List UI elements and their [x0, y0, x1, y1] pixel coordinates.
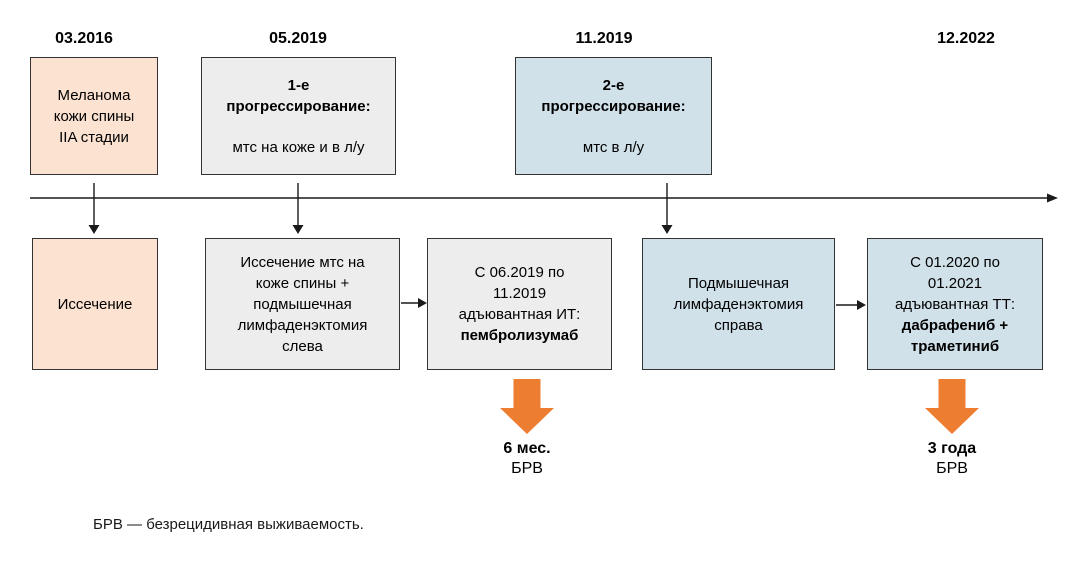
treatment-box-adjuvant-it: С 06.2019 по 11.2019 адъювантная ИТ: пем… [427, 238, 612, 370]
box-text-line: коже спины + [255, 274, 350, 292]
footnote-abbreviation: БРВ — безрецидивная выживаемость. [93, 516, 364, 533]
box-text-line: С 01.2020 по [910, 253, 1000, 271]
box-text-line: 01.2021 [927, 274, 983, 292]
box-text-line: лимфаденэктомия [237, 316, 368, 334]
box-text-line: слева [282, 337, 323, 355]
treatment-box-lymphadenectomy-right: Подмышечная лимфаденэктомия справа [642, 238, 835, 370]
box-text-line: С 06.2019 по [474, 264, 565, 281]
timeline-date-2: 05.2019 [269, 30, 327, 47]
box-text-line: Подмышечная [687, 274, 790, 292]
box-title: 2-е прогрессирование: [541, 75, 685, 117]
right-arrowhead-icon [418, 298, 427, 308]
timeline-arrowhead-icon [1047, 193, 1058, 203]
box-text: Подмышечная лимфаденэктомия справа [674, 273, 804, 336]
timeline-date-1: 03.2016 [55, 30, 113, 47]
event-box-first-progression: 1-е прогрессирование: мтс на коже и в л/… [201, 57, 396, 175]
timeline-date-4: 12.2022 [937, 30, 995, 47]
box-text-line: Иссечение мтс на [240, 253, 365, 271]
box-text-line: подмышечная [253, 295, 352, 313]
box-text: С 06.2019 по 11.2019 адъювантная ИТ: пем… [459, 262, 581, 346]
down-arrowhead-icon [292, 225, 304, 234]
down-arrowhead-icon [661, 225, 673, 234]
box-text-line-drug: траметиниб [910, 337, 1000, 355]
outcome-arrow-icon [500, 379, 554, 434]
box-text-line: Меланома [57, 86, 131, 104]
box-text-line: Иссечение [57, 295, 133, 313]
outcome-metric: БРВ [511, 460, 543, 477]
box-text-line: 2-е [602, 76, 625, 94]
box-text: С 01.2020 по 01.2021 адъювантная ТТ: даб… [895, 252, 1015, 357]
box-text-line: 11.2019 [492, 285, 547, 302]
box-text-line: кожи спины [53, 107, 135, 125]
box-text-line: лимфаденэктомия [673, 295, 804, 313]
outcome-label-1: 6 мес. БРВ [457, 439, 597, 479]
box-text-line: 1-е [287, 76, 310, 94]
box-text-line: прогрессирование: [541, 97, 686, 115]
box-text-line: адъювантная ТТ: [894, 295, 1016, 313]
box-text: Иссечение мтс на коже спины + подмышечна… [238, 252, 368, 357]
treatment-box-excision-lymphadenectomy-left: Иссечение мтс на коже спины + подмышечна… [205, 238, 400, 370]
down-arrowhead-icon [88, 225, 100, 234]
outcome-duration: 3 года [927, 440, 977, 457]
box-title: 1-е прогрессирование: [226, 75, 370, 117]
box-text: мтс в л/у [583, 137, 644, 158]
event-box-second-progression: 2-е прогрессирование: мтс в л/у [515, 57, 712, 175]
box-text-line-drug: пембролизумаб [460, 327, 579, 344]
outcome-label-2: 3 года БРВ [882, 439, 1022, 479]
box-text-line: адъювантная ИТ: [458, 306, 581, 323]
right-arrowhead-icon [857, 300, 866, 310]
box-text-line: справа [714, 316, 763, 334]
box-text-line: IIA стадии [59, 128, 129, 146]
box-text: мтс на коже и в л/у [232, 137, 364, 158]
box-text: Меланома кожи спины IIA стадии [54, 85, 135, 148]
outcome-metric: БРВ [936, 460, 968, 477]
event-box-diagnosis: Меланома кожи спины IIA стадии [30, 57, 158, 175]
box-text-line: прогрессирование: [226, 97, 371, 115]
outcome-arrow-icon [925, 379, 979, 434]
treatment-box-adjuvant-tt: С 01.2020 по 01.2021 адъювантная ТТ: даб… [867, 238, 1043, 370]
box-text: Иссечение [58, 294, 133, 315]
timeline-date-3: 11.2019 [575, 30, 633, 47]
box-text-line-drug: дабрафениб + [901, 316, 1009, 334]
box-text-line: мтс на коже и в л/у [232, 138, 365, 156]
box-text-line: мтс в л/у [582, 138, 645, 156]
treatment-box-excision: Иссечение [32, 238, 158, 370]
outcome-duration: 6 мес. [503, 440, 551, 457]
